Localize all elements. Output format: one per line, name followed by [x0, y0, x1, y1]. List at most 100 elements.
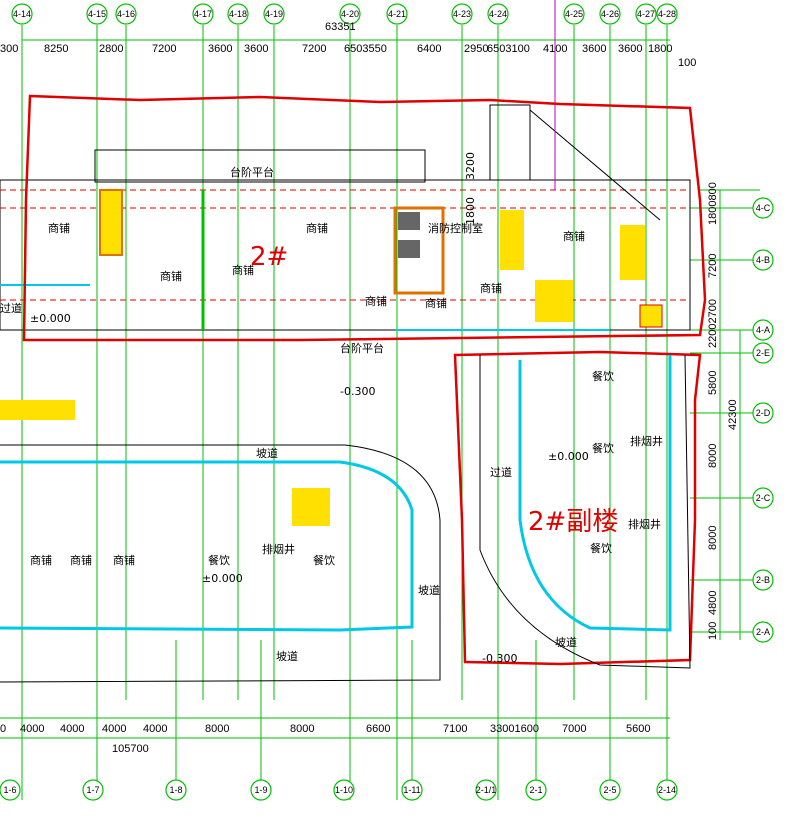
dim-seg: 8000 [290, 723, 314, 735]
axis-label: 1-9 [254, 785, 267, 795]
dim-seg: 3600 [618, 43, 642, 55]
dim-seg: 7100 [443, 723, 467, 735]
dim-seg: 6503550 [344, 43, 387, 55]
axis-bubble: 2-E [752, 342, 774, 364]
elevation-label: 3200 [464, 152, 477, 180]
dim-seg: 0 [0, 723, 6, 735]
axis-label: 2-1/1 [476, 785, 497, 795]
dim-seg: 7200 [152, 43, 176, 55]
dim-total-right: 42300 [727, 399, 739, 430]
building-2-boundary [22, 94, 707, 342]
axis-label: 4-21 [388, 9, 406, 19]
dim-seg: 6503100 [487, 43, 530, 55]
dim-seg: 100 [707, 622, 719, 640]
axis-bubble: 4-24 [487, 3, 509, 25]
shop-label: 商铺 [70, 553, 92, 567]
dim-seg: 1800 [648, 43, 672, 55]
axis-bubble: 2-5 [599, 779, 621, 801]
axis-bubble: 1-11 [401, 779, 423, 801]
shop-label: 商铺 [232, 263, 254, 277]
axis-bubble: 2-B [752, 569, 774, 591]
ramp-label: 坡道 [555, 635, 577, 649]
axis-label: 2-5 [603, 785, 616, 795]
right-axis-bubbles: 4-C 4-B 4-A 2-E 2-D 2-C 2-B 2-A [752, 197, 774, 643]
axis-label: 2-14 [658, 785, 676, 795]
axis-label: 4-17 [194, 9, 212, 19]
corridor-label: 过道 [490, 465, 512, 479]
shop-label: 商铺 [30, 553, 52, 567]
top-dimensions: 63351 300 8250 2800 7200 3600 3600 7200 … [0, 21, 696, 69]
axis-label: 2-E [756, 348, 770, 358]
level-label: -0.300 [482, 652, 517, 665]
dining-label: 餐饮 [592, 369, 614, 383]
smoke-shaft-label: 排烟井 [262, 542, 295, 556]
axis-label: 2-B [756, 575, 770, 585]
ramp-label: 坡道 [276, 649, 298, 663]
dim-seg: 4000 [20, 723, 44, 735]
axis-bubble: 2-D [752, 402, 774, 424]
axis-bubble: 4-14 [11, 3, 33, 25]
top-axis-bubbles: 4-14 4-15 4-16 4-17 4-18 4-19 4-20 4-21 … [11, 3, 678, 25]
shop-label: 商铺 [113, 553, 135, 567]
shop-label: 商铺 [48, 221, 70, 235]
axis-bubble: 4-15 [86, 3, 108, 25]
dining-label: 餐饮 [313, 553, 335, 567]
axis-bubble: 4-20 [339, 3, 361, 25]
axis-label: 2-1 [529, 785, 542, 795]
dim-seg: 8000 [205, 723, 229, 735]
shop-label: 商铺 [306, 221, 328, 235]
axis-label: 4-B [756, 255, 770, 265]
terrace-label: 台阶平台 [340, 341, 384, 355]
axis-label: 4-C [756, 203, 771, 213]
dining-label: 餐饮 [592, 441, 614, 455]
axis-bubble: 4-A [752, 319, 774, 341]
shop-label: 商铺 [480, 281, 502, 295]
axis-label: 2-A [756, 627, 770, 637]
dim-seg: 4000 [143, 723, 167, 735]
axis-label: 1-6 [3, 785, 16, 795]
smoke-shaft-label: 排烟井 [630, 434, 663, 448]
axis-bubble: 4-B [752, 249, 774, 271]
grid-lines [0, 25, 760, 800]
axis-bubble: 4-26 [599, 3, 621, 25]
dim-seg: 4000 [60, 723, 84, 735]
axis-bubble: 1-7 [82, 779, 104, 801]
dim-seg: 6400 [417, 43, 441, 55]
shop-label: 商铺 [563, 229, 585, 243]
axis-label: 4-18 [229, 9, 247, 19]
dim-seg: 1800800 [707, 182, 719, 225]
building-2-label: 2# [250, 242, 288, 272]
building-2-annex-boundary [453, 350, 702, 666]
axis-bubble: 4-28 [656, 3, 678, 25]
dim-seg: 7000 [562, 723, 586, 735]
terrace-label: 台阶平台 [230, 165, 274, 179]
dim-seg: 3600 [208, 43, 232, 55]
axis-bubble: 1-6 [0, 779, 21, 801]
axis-label: 4-27 [637, 9, 655, 19]
ramp-label: 坡道 [256, 446, 278, 460]
dim-seg: 300 [0, 43, 18, 55]
lower-building [0, 354, 691, 683]
axis-label: 4-19 [265, 9, 283, 19]
right-dimensions: 1800800 7200 22002700 5800 8000 8000 480… [707, 182, 739, 640]
axis-bubble: 4-27 [635, 3, 657, 25]
axis-bubble: 2-1/1 [475, 779, 497, 801]
dim-seg: 5600 [626, 723, 650, 735]
axis-label: 1-8 [169, 785, 182, 795]
axis-label: 4-24 [489, 9, 507, 19]
axis-bubble: 2-1 [525, 779, 547, 801]
axis-bubble: 4-21 [386, 3, 408, 25]
axis-label: 1-10 [335, 785, 353, 795]
dim-seg: 8250 [44, 43, 68, 55]
dim-seg: 33001600 [490, 723, 539, 735]
shop-label: 商铺 [160, 269, 182, 283]
corridor-label: 过道 [0, 301, 22, 315]
axis-bubble: 1-8 [165, 779, 187, 801]
upper-building [0, 0, 691, 331]
axis-bubble: 2-14 [656, 779, 678, 801]
shop-label: 商铺 [425, 296, 447, 310]
level-label: ±0.000 [30, 312, 71, 325]
dim-seg: 7200 [707, 254, 719, 278]
dim-seg: 4800 [707, 591, 719, 615]
